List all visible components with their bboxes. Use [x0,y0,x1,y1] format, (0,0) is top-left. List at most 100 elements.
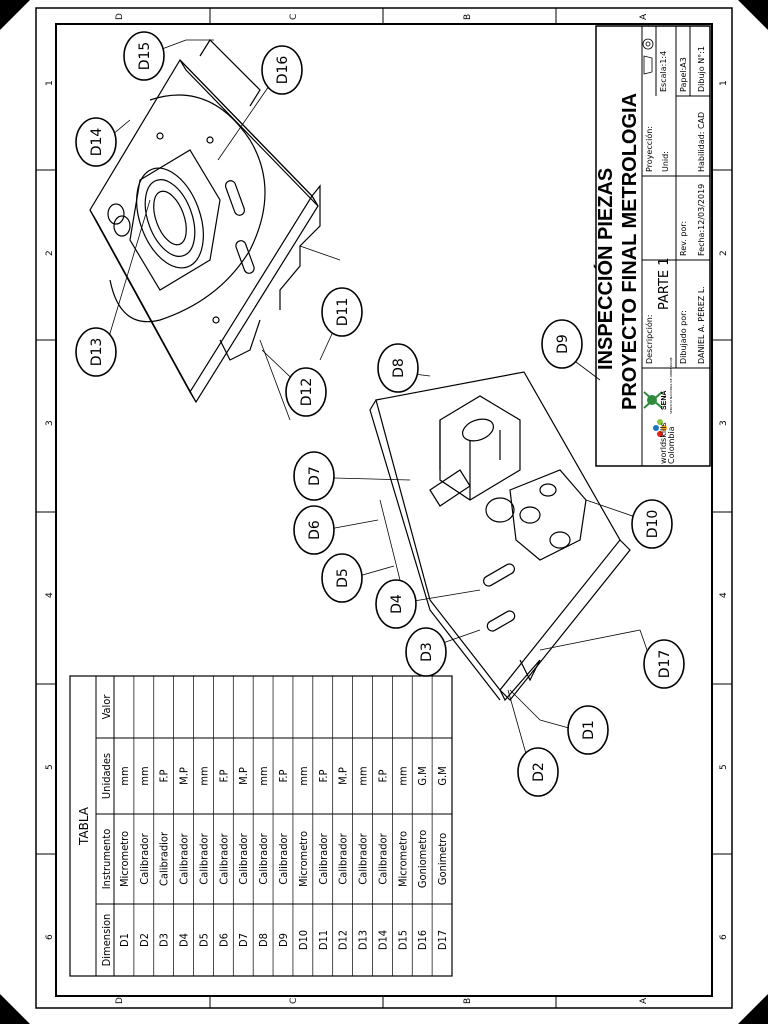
table-header: Instrumento [100,829,113,890]
zone-letter-top: C [289,14,299,20]
habilidad-value: Habilidad: CAD [697,112,706,172]
table-cell: G.M [416,766,429,785]
svg-text:D11: D11 [335,298,351,327]
table-cell: F.P [317,769,330,782]
table-cell: mm [357,766,370,785]
table-cell: Micrometro [118,831,131,887]
table-cell: Calibrador [376,832,389,884]
zone-number-left: 5 [45,764,55,770]
balloon-d17: D17 [643,639,685,689]
svg-text:D2: D2 [531,762,547,782]
balloon-d1: D1 [567,705,609,755]
table-cell: D9 [277,933,290,947]
table-cell: D5 [197,933,210,947]
svg-text:D15: D15 [137,42,153,71]
zone-letter-bottom: B [463,998,473,1004]
balloon-d13: D13 [75,327,117,377]
table-cell: Micrometro [396,831,409,887]
balloon-d8: D8 [377,343,419,393]
zone-number-right: 5 [719,764,729,770]
table-cell: Calibrador [357,832,370,884]
table-cell: F.P [376,769,389,782]
zone-letter-top: D [115,13,125,20]
proyeccion-label: Proyección: [644,126,654,172]
svg-text:D7: D7 [307,466,323,486]
table-cell: Calibrador [277,832,290,884]
table-cell: mm [138,766,151,785]
dibujado-value: DANIEL A. PÉREZ L. [695,286,706,364]
table-cell: D10 [297,930,310,950]
table-cell: Calibrador [257,832,270,884]
zone-number-left: 2 [45,250,55,256]
svg-text:D5: D5 [335,568,351,588]
zone-number-right: 1 [719,80,729,86]
table-cell: M.P [178,767,191,785]
table-cell: mm [396,766,409,785]
svg-text:SENA: SENA [661,391,668,410]
svg-text:D14: D14 [89,128,105,157]
table-cell: D14 [376,930,389,950]
table-cell: Calibrador [337,832,350,884]
balloon-d2: D2 [517,747,559,797]
table-cell: Goniometro [416,830,429,888]
zone-number-right: 3 [719,420,729,426]
table-cell: M.P [237,767,250,785]
corner-mark-br [738,994,768,1024]
descripcion-label: Descripción: [644,314,654,364]
table-cell: D4 [178,933,191,947]
table-title: TABLA [77,806,91,846]
table-cell: Calibrador [217,832,230,884]
zone-ticks [36,8,732,1008]
balloon-d10: D10 [631,499,673,549]
table-header: Unidades [100,753,113,799]
table-cell: F.P [158,769,171,782]
svg-text:Colombia: Colombia [667,426,676,464]
svg-text:D9: D9 [555,334,571,354]
table-cell: Calibrador [138,832,151,884]
svg-text:D1: D1 [581,720,597,740]
zone-number-right: 4 [719,592,729,598]
projection-symbol-icon [642,38,654,75]
table-cell: Calibrador [197,832,210,884]
zone-number-right: 2 [719,250,729,256]
outer-frame [35,7,733,1009]
svg-text:D3: D3 [419,642,435,662]
corner-mark-tl [0,0,30,30]
zone-number-right: 6 [719,934,729,940]
table-cell: D2 [138,933,151,947]
corner-mark-tr [738,0,768,30]
zone-number-left: 1 [45,80,55,86]
table-cell: Micrometro [297,831,310,887]
table-cell: Calibradior [158,831,171,886]
table-cell: D11 [317,930,330,950]
zone-letter-bottom: C [289,998,299,1004]
balloon-d7: D7 [293,451,335,501]
table-cell: D3 [158,933,171,947]
table-cell: F.P [277,769,290,782]
table-header: Valor [100,694,113,720]
table-cell: Calibrador [317,832,330,884]
zone-letter-top: B [463,14,473,20]
balloon-d12: D12 [285,367,327,417]
balloon-d6: D6 [293,505,335,555]
table-cell: D13 [357,930,370,950]
table-cell: D16 [416,930,429,950]
dibujado-label: Dibujado por: [679,310,688,364]
zone-number-left: 4 [45,592,55,598]
table-cell: D17 [436,930,449,950]
table-cell: D8 [257,933,270,947]
balloon-d9: D9 [541,319,583,369]
svg-text:D13: D13 [89,338,105,367]
table-cell: Gonimetro [436,833,449,885]
sena-logo: SENA SERVICIO NACIONAL DE APRENDIZAJE [643,357,673,414]
descripcion-value: PARTE 1 [657,257,672,310]
table-cell: F.P [217,769,230,782]
table-cell: G.M [436,766,449,785]
balloon-d5: D5 [321,553,363,603]
balloon-d3: D3 [405,627,447,677]
dimension-table: TABLADimensionInstrumentoUnidadesValorD1… [69,675,453,977]
svg-text:D17: D17 [657,650,673,679]
zone-letter-bottom: A [639,997,649,1004]
